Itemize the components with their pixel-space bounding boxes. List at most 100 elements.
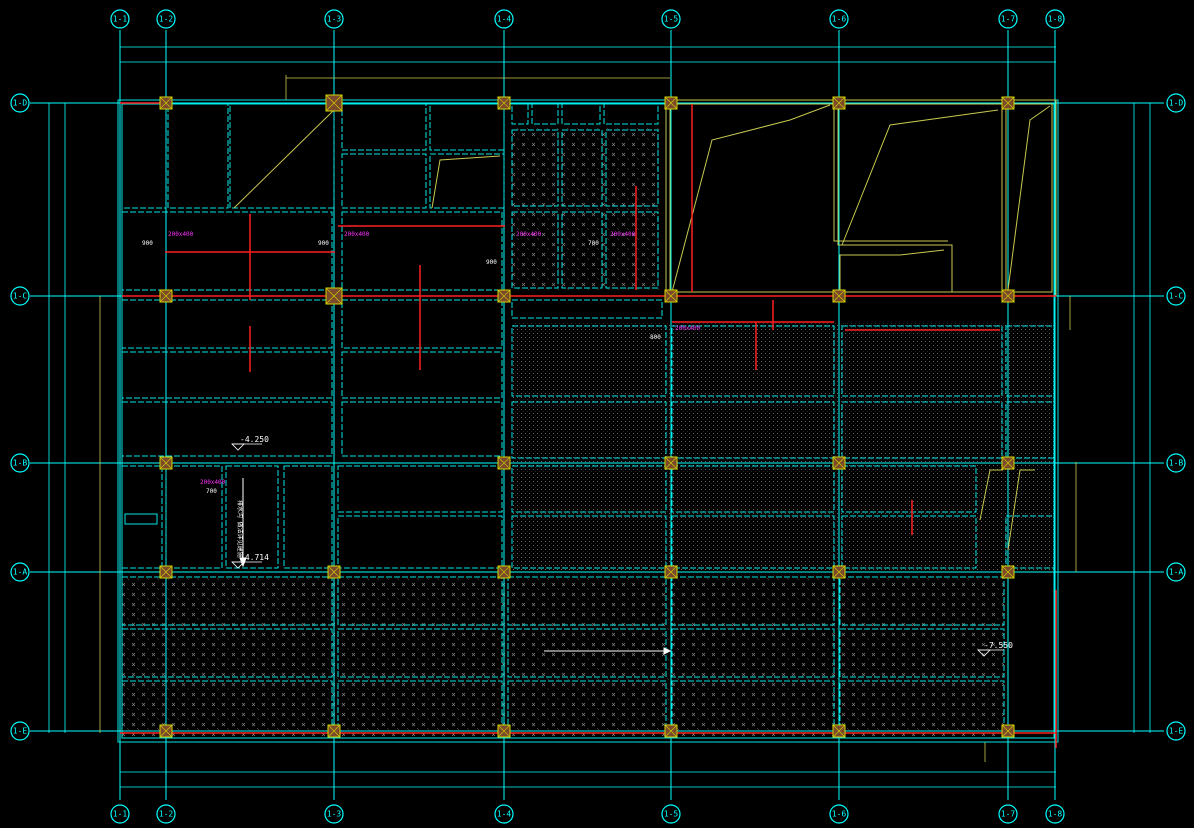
wall-segment [671,465,835,513]
column-hatch [664,724,678,738]
wall-segment [671,576,835,626]
wall-segment [507,576,667,626]
wall-segment [283,465,333,569]
wall-segment [1005,515,1055,569]
beam-label: 200x400 [610,231,636,238]
column-hatch [325,94,343,112]
beam-label: 200x400 [344,231,370,238]
wall-segment [121,401,333,457]
wall-segment [671,325,835,397]
wall-segment [117,99,1059,743]
axis-bubble-label: 1-4 [497,15,512,24]
wall-segment [561,129,603,207]
axis-bubble-top: 1-6 [829,9,849,29]
axis-bubble-label: 1-D [13,99,28,108]
axis-bubble-bottom: 1-1 [110,804,130,824]
wall-segment [337,465,503,513]
level-mark-text: -4.250 [240,435,269,444]
axis-bubble-right: 1-C [1166,286,1186,306]
level-marks: -4.250 -4.714 -7.550 [231,435,1013,657]
axis-bubble-bottom: 1-5 [661,804,681,824]
wall-segment [121,211,333,291]
axis-bubble-label: 1-1 [113,15,128,24]
yellow-dimension-lines [99,75,1077,762]
axis-bubble-label: 1-3 [327,15,342,24]
column-hatch [325,287,343,305]
wall-segment [337,515,503,569]
axis-bubble-left: 1-C [10,286,30,306]
wall-segment [603,103,659,125]
wall-segment [671,401,835,459]
wall-segment [341,103,427,151]
column-hatch [664,565,678,579]
wall-segment [841,515,977,569]
vertical-note: 排水沟 做法详见建施 [236,500,244,558]
wall-segment [511,129,559,207]
axis-bubble-top: 1-3 [324,9,344,29]
slab-region-upper-stair [512,128,662,293]
axis-bubble-top: 1-8 [1045,9,1065,29]
wall-segment [511,325,667,397]
axis-bubble-label: 1-3 [327,810,342,819]
wall-segment [1005,401,1055,459]
axis-bubble-label: 1-2 [159,810,174,819]
axis-bubble-label: 1-6 [832,15,847,24]
axis-bubble-label: 1-8 [1048,810,1063,819]
column-hatch [832,724,846,738]
beam-annotations: 200x400 900 200x400 900 200x400 900 200x… [142,231,701,495]
axis-bubble-label: 1-1 [113,810,128,819]
wall-segment [531,103,559,125]
column-hatch [497,565,511,579]
wall-segment [511,515,667,569]
wall-segment [839,628,1005,678]
column-hatch [327,724,341,738]
column-hatch [159,565,173,579]
axis-bubble-label: 1-B [13,459,28,468]
wall-outlines [117,99,1059,743]
wall-segment [511,401,667,459]
column-hatch [159,96,173,110]
wall-segment [167,103,229,209]
wall-segment [511,465,667,513]
column-hatch [1001,96,1015,110]
wall-segment [121,351,333,399]
wall-segment [561,211,603,289]
level-mark-text: -7.550 [984,641,1013,650]
column-hatch [664,96,678,110]
beam-label: 200x400 [675,325,701,332]
axis-bubble-label: 1-6 [832,810,847,819]
opening-symbol [124,513,158,525]
beams [120,102,1057,748]
wall-segment [341,351,503,399]
axis-bubble-bottom: 1-2 [156,804,176,824]
axis-bubble-label: 1-C [13,292,28,301]
wall-segment [429,103,505,151]
beam-dim: 700 [588,240,599,247]
wall-segment [429,153,505,209]
column-hatch [159,456,173,470]
wall-segment [341,299,503,349]
axis-bubble-bottom: 1-4 [494,804,514,824]
wall-segment [165,465,223,569]
beam-dim: 900 [486,259,497,266]
axis-bubble-label: 1-8 [1048,15,1063,24]
wall-segment [121,680,333,734]
column-hatch [832,289,846,303]
wall-segment [121,628,333,678]
level-mark-text: -4.714 [240,553,269,562]
axis-bubble-label: 1-E [1169,727,1184,736]
beam-label: 200x400 [516,231,542,238]
wall-segment [341,211,503,291]
wall-segment [341,401,503,457]
column-hatch [1001,565,1015,579]
column-hatch [832,96,846,110]
wall-segment [841,325,1003,397]
axis-bubble-label: 1-A [13,568,28,577]
slab-region-middle [512,322,1056,570]
axis-bubble-right: 1-A [1166,562,1186,582]
wall-segment [511,299,663,319]
column-hatch [497,724,511,738]
wall-segment [671,515,835,569]
wall-segment [841,401,1003,459]
